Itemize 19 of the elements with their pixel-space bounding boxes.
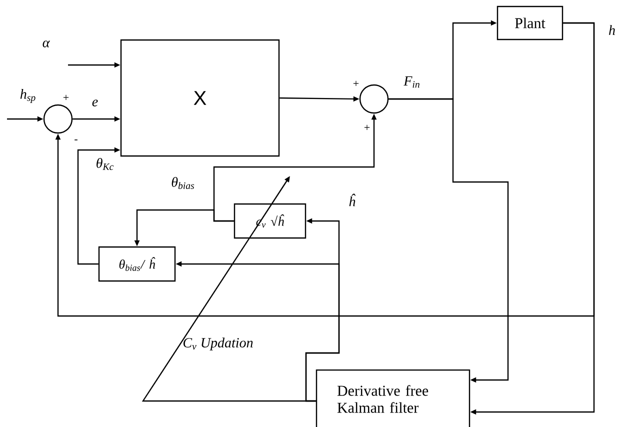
summing-junction <box>43 104 73 134</box>
block-box: Derivative free Kalman filter <box>316 369 470 427</box>
sign-label: + <box>364 124 370 130</box>
arrow <box>55 22 595 317</box>
edge-label: C$_{v}$ Updation <box>184 338 253 350</box>
edge-label: ĥ <box>349 194 356 206</box>
summing-junction <box>359 84 389 114</box>
block-box: X <box>120 39 280 157</box>
edge-label: θ$_{bias}$ <box>172 176 194 189</box>
edge-label: h <box>609 25 615 35</box>
block-box: Plant <box>496 6 564 40</box>
edge-label: F$_{in}$ <box>404 76 420 88</box>
sign-label: + <box>353 80 359 86</box>
edge-label: h$_{sp}$ <box>20 89 36 103</box>
edge-label: e <box>92 100 98 106</box>
arrow <box>388 98 509 383</box>
block-box: θ$_{bias}$/ ĥ <box>98 246 176 282</box>
edge-label: α <box>42 40 50 48</box>
edge-label: θ$_{Kc}$ <box>96 158 114 170</box>
